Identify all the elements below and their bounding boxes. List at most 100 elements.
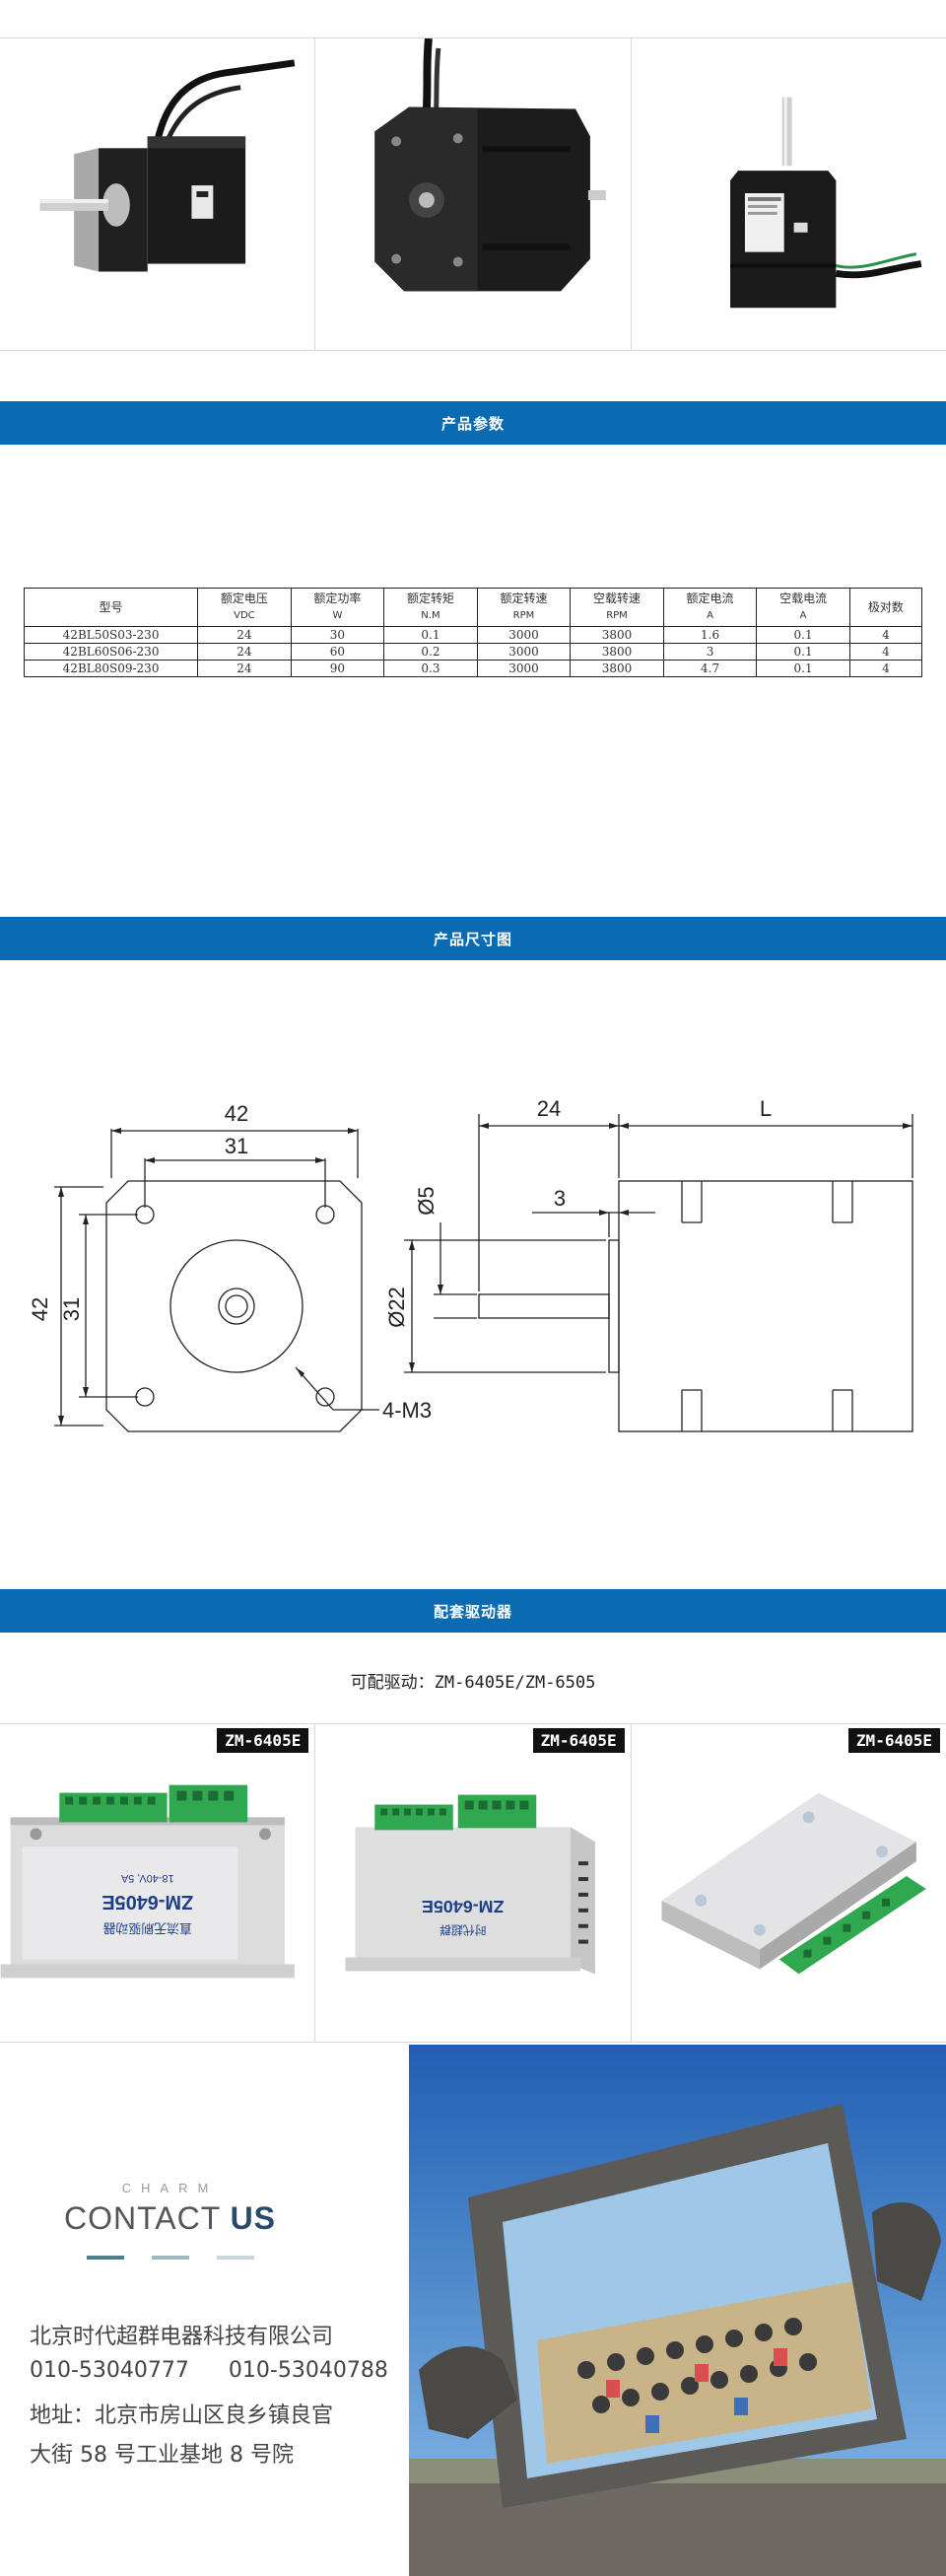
shaft-circle-inner <box>225 1294 248 1318</box>
params-cell: 24 <box>197 643 292 661</box>
params-cell: 42BL60S06-230 <box>23 643 199 661</box>
dim-height-outer: 42 <box>28 1297 52 1321</box>
header-unit: A <box>799 610 807 621</box>
params-cell: 0.1 <box>756 643 850 661</box>
params-cell: 0.2 <box>383 643 478 661</box>
header-unit: W <box>332 610 343 621</box>
mount-hole-br <box>315 1387 335 1407</box>
params-header-cell: 额定功率 W <box>290 588 385 627</box>
driver-section-header: 配套驱动器 <box>0 1589 946 1633</box>
params-cell: 3800 <box>570 660 664 677</box>
params-cell: 0.1 <box>383 626 478 644</box>
mount-hole-bl <box>135 1387 155 1407</box>
shaft-circle-outer <box>218 1288 255 1325</box>
driver-spec-label: 18-40V, 5A <box>120 1872 173 1884</box>
driver-gallery: ZM-6405E 18-40V, 5A 直流无刷驱动器 ZM-6405E ZM-… <box>0 1723 946 2043</box>
header-unit: RPM <box>512 610 535 621</box>
header-unit: A <box>707 610 713 621</box>
params-cell: 4 <box>848 643 923 661</box>
driver-model-label: ZM-6405E <box>101 1891 193 1913</box>
dash-1 <box>87 2256 124 2260</box>
params-cell: 3000 <box>476 660 572 677</box>
title-underline-dashes <box>87 2256 254 2260</box>
dim-width-outer: 42 <box>225 1101 248 1126</box>
us-word: US <box>230 2200 277 2236</box>
dim-shaft-diameter: Ø5 <box>414 1186 439 1215</box>
header-label: 额定转矩 <box>406 592 454 605</box>
side-view-body <box>618 1180 913 1432</box>
compatible-drivers-text: 可配驱动：ZM-6405E/ZM-6505 <box>350 1673 596 1693</box>
driver-model-tag: ZM-6405E <box>847 1728 940 1753</box>
params-cell: 24 <box>197 660 292 677</box>
params-section-header: 产品参数 <box>0 401 946 445</box>
params-header-cell: 型号 <box>23 588 199 627</box>
side-view-boss <box>608 1239 620 1373</box>
params-cell: 3800 <box>570 643 664 661</box>
charm-label: CHARM <box>121 2181 219 2195</box>
dim-boss-diameter: Ø22 <box>384 1287 409 1328</box>
dim-holes: 4-M3 <box>382 1398 432 1423</box>
params-cell: 3000 <box>476 626 572 644</box>
header-unit: RPM <box>606 610 628 621</box>
header-label: 额定电流 <box>686 592 734 605</box>
front-view-outline <box>105 1180 363 1432</box>
motor-top-image <box>729 97 921 309</box>
header-label: 额定功率 <box>313 592 362 605</box>
params-cell: 30 <box>290 626 385 644</box>
driver-name-label: 直流无刷驱动器 <box>102 1920 191 1935</box>
dash-3 <box>217 2256 254 2260</box>
driver-photo-1: ZM-6405E 18-40V, 5A 直流无刷驱动器 ZM-6405E <box>0 1724 316 2042</box>
params-cell: 3 <box>662 643 758 661</box>
contact-panel: CHARM CONTACT US 北京时代超群电器科技有限公司 010-5304… <box>0 2045 409 2576</box>
driver-image-angled: ZM-6405E 时代超群 <box>345 1794 596 1975</box>
phone-numbers: 010-53040777 010-53040788 <box>30 2358 388 2383</box>
driver-brand-label: 时代超群 <box>439 1923 487 1937</box>
header-label: 极对数 <box>867 599 904 614</box>
params-cell: 4 <box>848 626 923 644</box>
contact-word: CONTACT <box>63 2200 221 2236</box>
motor-photo-front <box>315 38 632 350</box>
params-header-cell: 极对数 <box>848 588 923 627</box>
params-cell: 60 <box>290 643 385 661</box>
driver-image-front: ZM-6405E 18-40V, 5A 直流无刷驱动器 <box>0 1784 295 1979</box>
params-cell: 42BL50S03-230 <box>23 626 199 644</box>
dim-flange: 3 <box>554 1186 566 1211</box>
dash-2 <box>152 2256 189 2260</box>
dim-width-inner: 31 <box>225 1134 248 1158</box>
boss-circle <box>169 1239 304 1373</box>
phone-2[interactable]: 010-53040788 <box>228 2358 388 2383</box>
params-cell: 0.1 <box>756 660 850 677</box>
side-view-shaft <box>478 1293 610 1319</box>
motor-side-image <box>39 59 296 272</box>
header-unit: VDC <box>234 610 255 621</box>
params-cell: 1.6 <box>662 626 758 644</box>
header-label: 额定转速 <box>500 592 548 605</box>
driver-photo-2: ZM-6405E 时代超群 ZM-6405E <box>315 1724 632 2042</box>
address-line-2: 大街 58 号工业基地 8 号院 <box>30 2443 294 2468</box>
header-label: 型号 <box>99 599 123 614</box>
address-line-1: 地址：北京市房山区良乡镇良官 <box>30 2403 334 2428</box>
driver-photo-3: ZM-6405E <box>631 1724 946 2042</box>
params-cell: 4 <box>848 660 923 677</box>
params-header-cell: 额定转速 RPM <box>476 588 572 627</box>
dimension-drawing: 42 31 42 31 4-M3 24 L 3 Ø5 Ø22 <box>28 1096 913 1432</box>
mount-hole-tl <box>135 1205 155 1224</box>
header-label: 空载电流 <box>779 592 828 605</box>
dim-shaft-length: 24 <box>537 1096 561 1121</box>
params-cell: 90 <box>290 660 385 677</box>
contact-us-title: CONTACT US <box>0 2200 340 2237</box>
params-cell: 0.3 <box>383 660 478 677</box>
header-label: 额定电压 <box>220 592 268 605</box>
phone-1[interactable]: 010-53040777 <box>30 2358 189 2383</box>
motor-photo-side <box>0 38 316 350</box>
motor-gallery <box>0 37 946 351</box>
params-header-cell: 额定电流 A <box>662 588 758 627</box>
motor-photo-top <box>631 38 946 350</box>
